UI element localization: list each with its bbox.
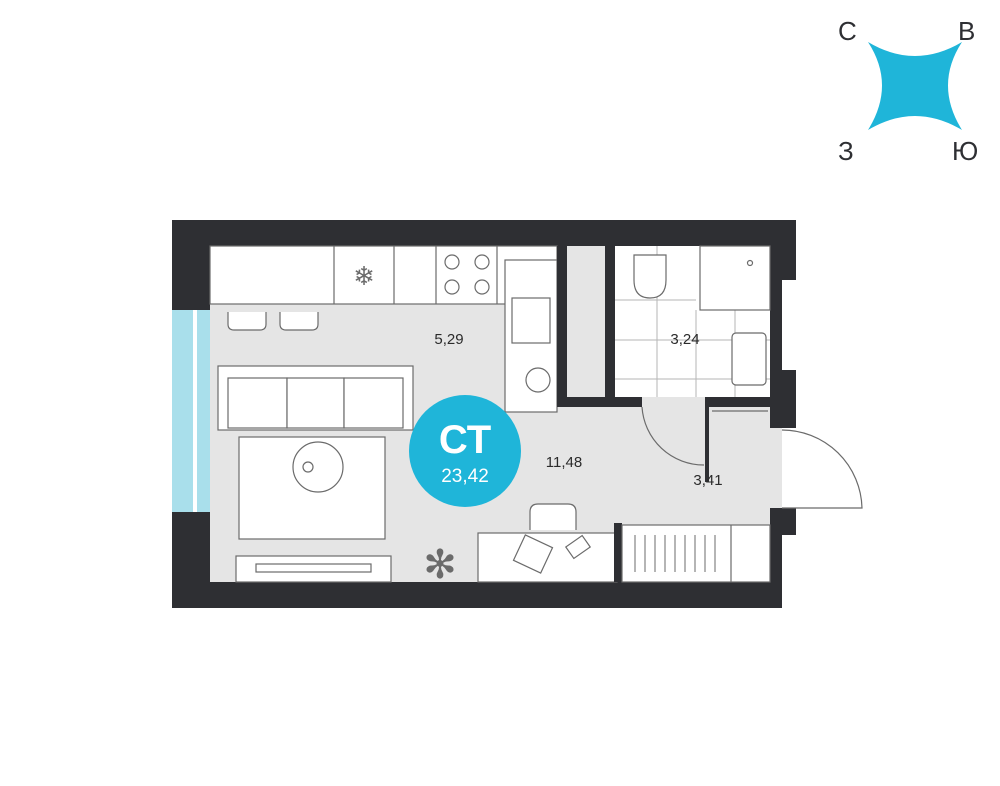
coffee-table xyxy=(292,441,344,493)
compass-south: Ю xyxy=(952,136,978,166)
bar-stools xyxy=(227,312,319,331)
compass: С В З Ю xyxy=(838,16,978,166)
desk xyxy=(477,503,618,583)
toilet-icon xyxy=(633,254,667,299)
plant-icon: ✻ xyxy=(423,543,457,587)
shower-tray xyxy=(699,245,771,311)
bathroom-door-arc[interactable] xyxy=(641,406,705,466)
apartment-badge: СТ 23,42 xyxy=(409,395,521,507)
compass-north: С xyxy=(838,16,857,46)
laptop-icon xyxy=(512,534,554,574)
apartment-type: СТ xyxy=(439,418,491,462)
kitchen-counter: ❄ xyxy=(209,245,558,413)
coat-hooks xyxy=(712,410,768,412)
rug xyxy=(238,436,386,540)
sink-icon xyxy=(511,297,551,344)
fridge-snowflake-icon: ❄ xyxy=(353,261,375,291)
bathroom xyxy=(615,245,771,397)
compass-west: З xyxy=(838,136,854,166)
compass-east: В xyxy=(958,16,975,46)
compass-star-icon xyxy=(868,42,962,130)
cooktop-icon xyxy=(444,254,490,295)
total-area: 23,42 xyxy=(441,466,489,487)
wardrobe xyxy=(621,524,771,583)
washing-machine-icon xyxy=(525,367,551,393)
window xyxy=(172,310,210,512)
washbasin-icon xyxy=(731,332,767,386)
bathroom-area-label: 3,24 xyxy=(670,331,699,348)
living-area-label: 11,48 xyxy=(546,454,582,471)
sofa xyxy=(217,365,414,431)
entrance-door[interactable] xyxy=(781,429,863,509)
kitchen-area-label: 5,29 xyxy=(434,331,463,348)
hall-area-label: 3,41 xyxy=(693,472,722,489)
